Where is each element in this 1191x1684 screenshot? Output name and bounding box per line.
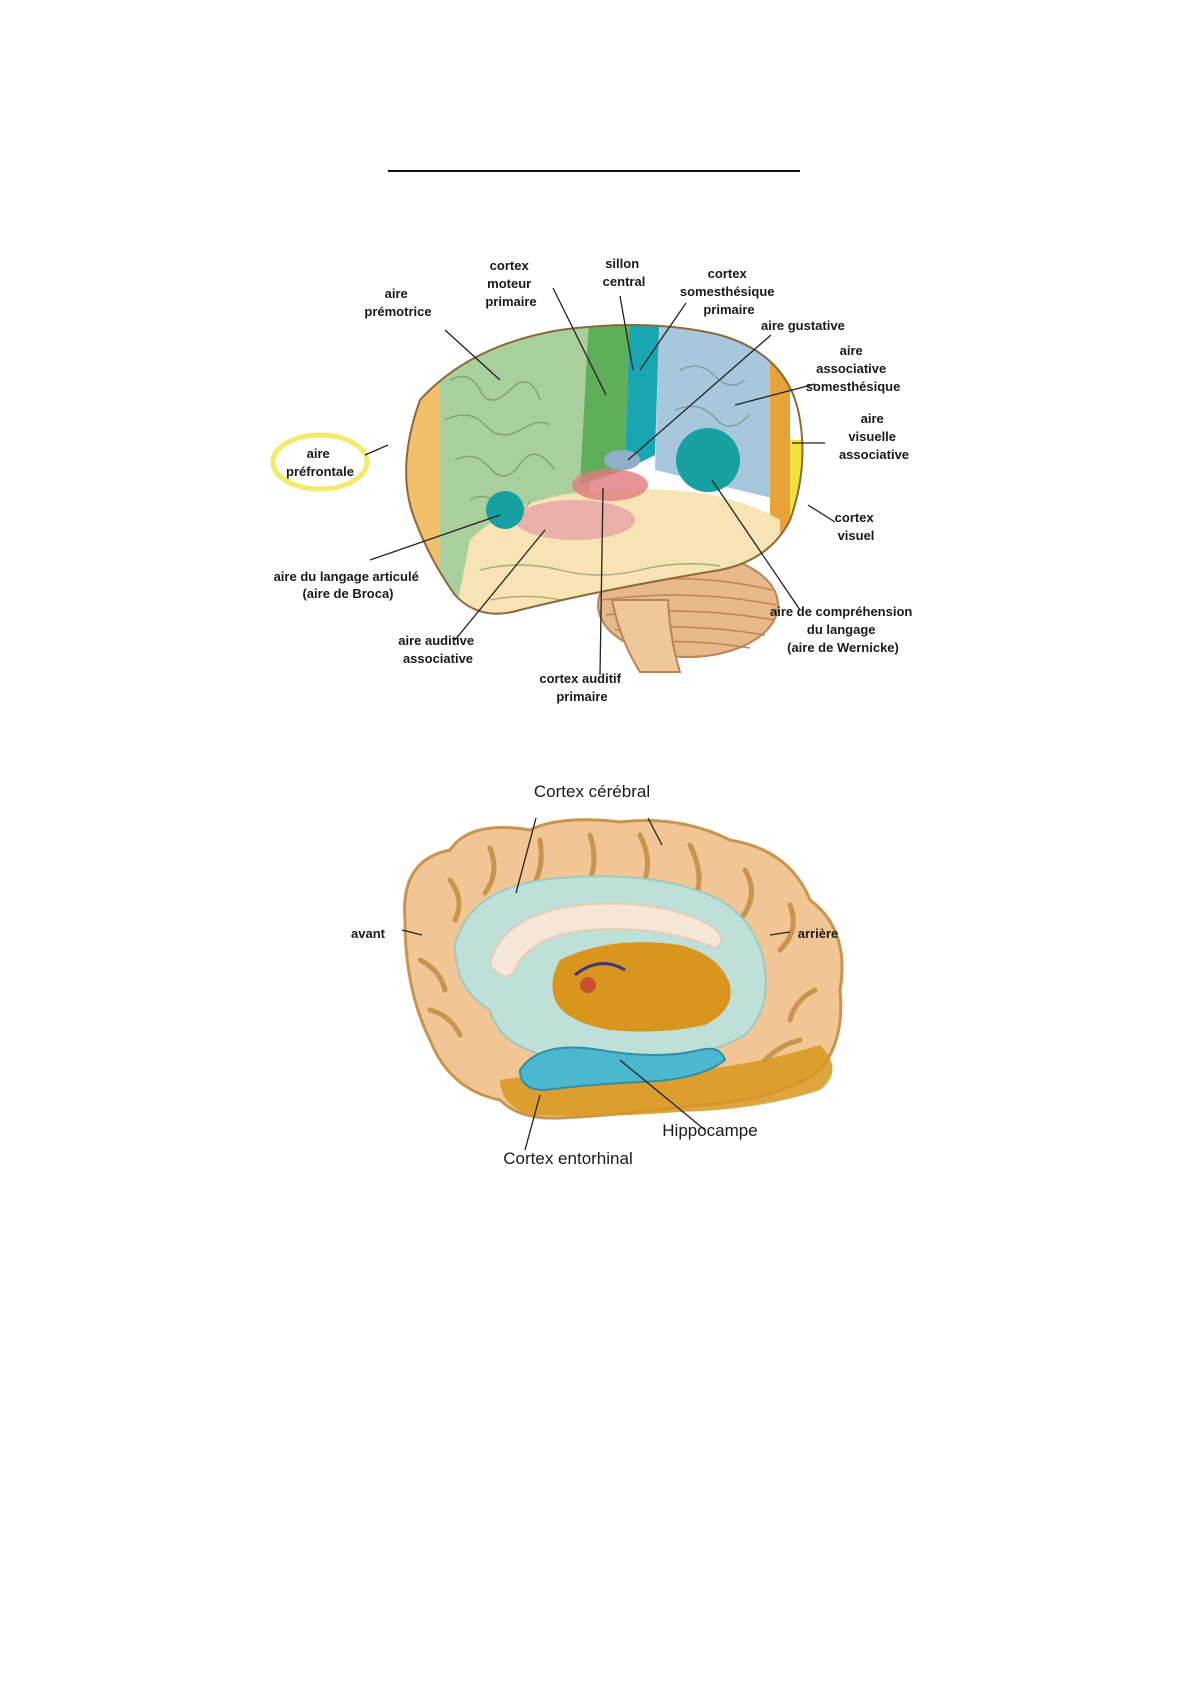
label-cortex-auditif-primaire: cortex auditif primaire (539, 671, 624, 704)
lateral-brain-diagram: aire prémotrice cortex moteur primaire s… (270, 256, 916, 704)
gustatory-area (604, 450, 640, 470)
label-cortex-entorhinal: Cortex entorhinal (503, 1149, 632, 1168)
label-aire-gustative: aire gustative (761, 318, 845, 333)
label-cortex-moteur-primaire: cortex moteur primaire (485, 258, 536, 309)
prefrontal-highlight-ring (270, 432, 370, 492)
cerebrum-outline (405, 324, 804, 615)
medial-brain-diagram: Cortex cérébral avant arrière Hippocampe… (351, 782, 844, 1168)
label-aire-visuelle-associative: aire visuelle associative (839, 411, 909, 462)
auditory-association-area (515, 500, 635, 540)
visual-association-region (770, 325, 790, 614)
hippocampus (518, 1046, 727, 1092)
thalamus-detail (580, 977, 596, 993)
wernicke-area (676, 428, 740, 492)
visual-cortex-region (790, 440, 803, 560)
label-aire-auditive-associative: aire auditive associative (398, 633, 478, 666)
corpus-callosum (488, 902, 723, 978)
label-aire-wernicke: aire de compréhension du langage (aire d… (770, 604, 916, 655)
prefrontal-region (406, 325, 440, 614)
label-cortex-somesthesique-primaire: cortex somesthésique primaire (680, 266, 778, 317)
label-arriere: arrière (798, 926, 838, 941)
label-cortex-cerebral: Cortex cérébral (534, 782, 650, 801)
label-sillon-central: sillon central (603, 256, 646, 289)
medial-leader-lines (401, 817, 791, 1151)
label-aire-prefrontale: aire préfrontale (286, 446, 354, 479)
primary-auditory-area (572, 469, 648, 501)
fornix (574, 962, 626, 977)
label-aire-associative-somesthesique: aire associative somesthésique (806, 343, 901, 394)
label-aire-broca: aire du langage articulé (aire de Broca) (274, 569, 423, 601)
label-avant: avant (351, 926, 386, 941)
label-aire-premotrice: aire prémotrice (364, 286, 431, 319)
medial-core (552, 942, 731, 1032)
somatosensory-region (625, 325, 660, 470)
title-underline (388, 170, 800, 172)
leader-lines (364, 287, 836, 676)
broca-area (486, 491, 524, 529)
label-cortex-visuel: cortex visuel (835, 510, 878, 543)
brain-stem (610, 599, 682, 673)
label-hippocampe: Hippocampe (662, 1121, 757, 1140)
medial-sulci (417, 832, 818, 1063)
